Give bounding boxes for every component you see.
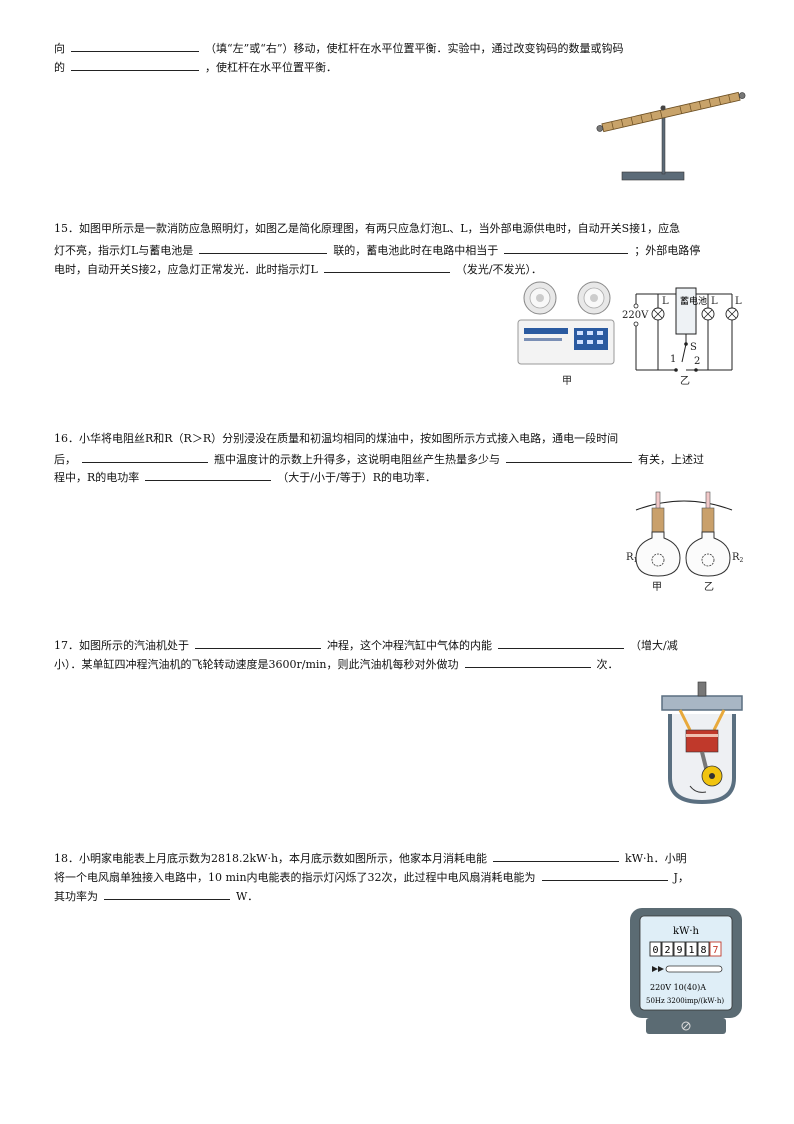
lamp-l1-label: L — [662, 296, 669, 307]
answer-blank[interactable] — [493, 850, 620, 862]
q14-line2: 的，使杠杆在水平位置平衡． — [54, 59, 337, 74]
answer-blank[interactable] — [104, 888, 230, 900]
answer-blank[interactable] — [199, 242, 328, 254]
meter-digit: 2 — [664, 945, 670, 956]
meter-digit: 9 — [676, 945, 682, 956]
q17-line1: 17．如图所示的汽油机处于冲程，这个冲程汽缸中气体的内能（增大/减 — [54, 637, 678, 652]
q17-line2: 小）．某单缸四冲程汽油机的飞轮转动速度是3600r/min，则此汽油机每秒对外做… — [54, 656, 619, 671]
answer-blank[interactable] — [323, 261, 450, 273]
switch-label: S — [690, 342, 697, 353]
meter-digit: 1 — [688, 945, 694, 956]
answer-blank[interactable] — [541, 869, 668, 881]
meter-digit: 0 — [652, 945, 658, 956]
q15-line2: 灯不亮，指示灯L与蓄电池是联的，蓄电池此时在电路中相当于；外部电路停 — [54, 242, 701, 257]
q14-line1: 向（填“左”或“右”）移动，使杠杆在水平位置平衡．实验中，通过改变钩码的数量或钩… — [54, 40, 624, 55]
meter-digit-box — [697, 941, 710, 957]
lever-figure — [596, 91, 746, 181]
switch-pos2: 2 — [694, 356, 700, 367]
q15-line1: 15．如图甲所示是一款消防应急照明灯，如图乙是简化原理图，有两只应急灯泡L、L，… — [54, 222, 681, 235]
r1-label: R1 — [626, 552, 637, 564]
answer-blank[interactable] — [464, 656, 591, 668]
q18-line1: 18．小明家电能表上月底示数为2818.2kW·h，本月底示数如图所示，他家本月… — [54, 850, 687, 865]
battery-label: 蓄电池 — [680, 295, 707, 307]
answer-blank[interactable] — [82, 451, 208, 463]
r2-label: R2 — [732, 552, 744, 564]
meter-digit-box — [685, 941, 698, 957]
label-jia: 甲 — [562, 376, 572, 387]
answer-blank[interactable] — [504, 242, 629, 254]
answer-blank[interactable] — [71, 40, 199, 52]
answer-blank[interactable] — [506, 451, 632, 463]
q16-line3: 程中，R的电功率（大于/小于/等于）R的电功率． — [54, 469, 436, 484]
circuit-figure: 蓄电池 220V L L L S 1 2 乙 — [622, 287, 742, 386]
q15-line3: 电时，自动开关S接2，应急灯正常发光．此时指示灯L（发光/不发光）． — [54, 261, 543, 276]
emergency-light-figure: 甲 — [517, 281, 615, 387]
meter-digit-box — [709, 941, 722, 957]
meter-digit: 8 — [700, 945, 706, 956]
label-jia: 甲 — [652, 582, 662, 593]
meter-spec1: 220V 10(40)A — [650, 983, 706, 992]
meter-spec2: 50Hz 3200imp/(kW·h) — [646, 997, 724, 1005]
engine-figure — [661, 681, 743, 805]
label-yi: 乙 — [680, 375, 690, 386]
answer-blank[interactable] — [71, 59, 199, 71]
meter-digit-box — [649, 941, 662, 957]
answer-blank[interactable] — [145, 469, 272, 481]
meter-digit-box — [661, 941, 674, 957]
meter-digit-box — [673, 941, 686, 957]
voltage-label: 220V — [622, 310, 649, 321]
q16-line2: 后，瓶中温度计的示数上升得多，这说明电阻丝产生热量多少与有关，上述过 — [54, 451, 704, 466]
lamp-l2-label: L — [735, 296, 742, 307]
meter-digit: 7 — [712, 945, 718, 956]
flasks-figure: R1 R2 甲 乙 — [626, 491, 744, 593]
lamp-l1b-label: L — [711, 296, 718, 307]
switch-pos1: 1 — [670, 354, 676, 365]
q16-line1: 16．小华将电阻丝R和R（R＞R）分别浸没在质量和初温均相同的煤油中，按如图所示… — [54, 432, 619, 445]
answer-blank[interactable] — [498, 637, 624, 649]
answer-blank[interactable] — [195, 637, 321, 649]
meter-unit: kW·h — [673, 926, 700, 937]
q18-line2: 将一个电风扇单独接入电路中，10 min内电能表的指示灯闪烁了32次，此过程中电… — [54, 869, 689, 884]
label-yi: 乙 — [704, 581, 714, 593]
